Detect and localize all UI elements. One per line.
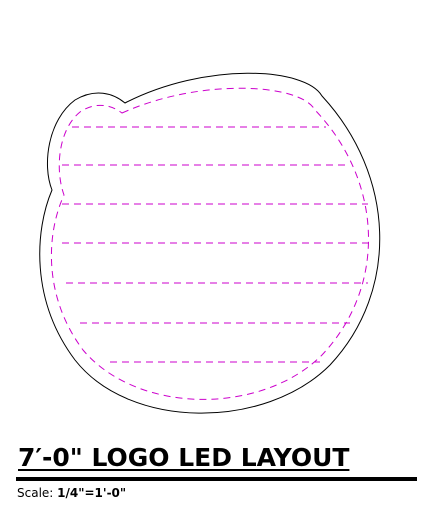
scale-label: Scale: [17, 486, 54, 500]
led-border-path [50, 87, 369, 400]
scale-value: 1/4"=1'-0" [57, 486, 127, 500]
title-rule [16, 477, 417, 481]
page-title: 7′-0" LOGO LED LAYOUT [18, 443, 350, 472]
logo-led-layout-drawing [39, 72, 381, 414]
scale-note: Scale: 1/4"=1'-0" [17, 486, 126, 500]
led-rows [62, 126, 370, 363]
logo-outline [39, 72, 381, 414]
